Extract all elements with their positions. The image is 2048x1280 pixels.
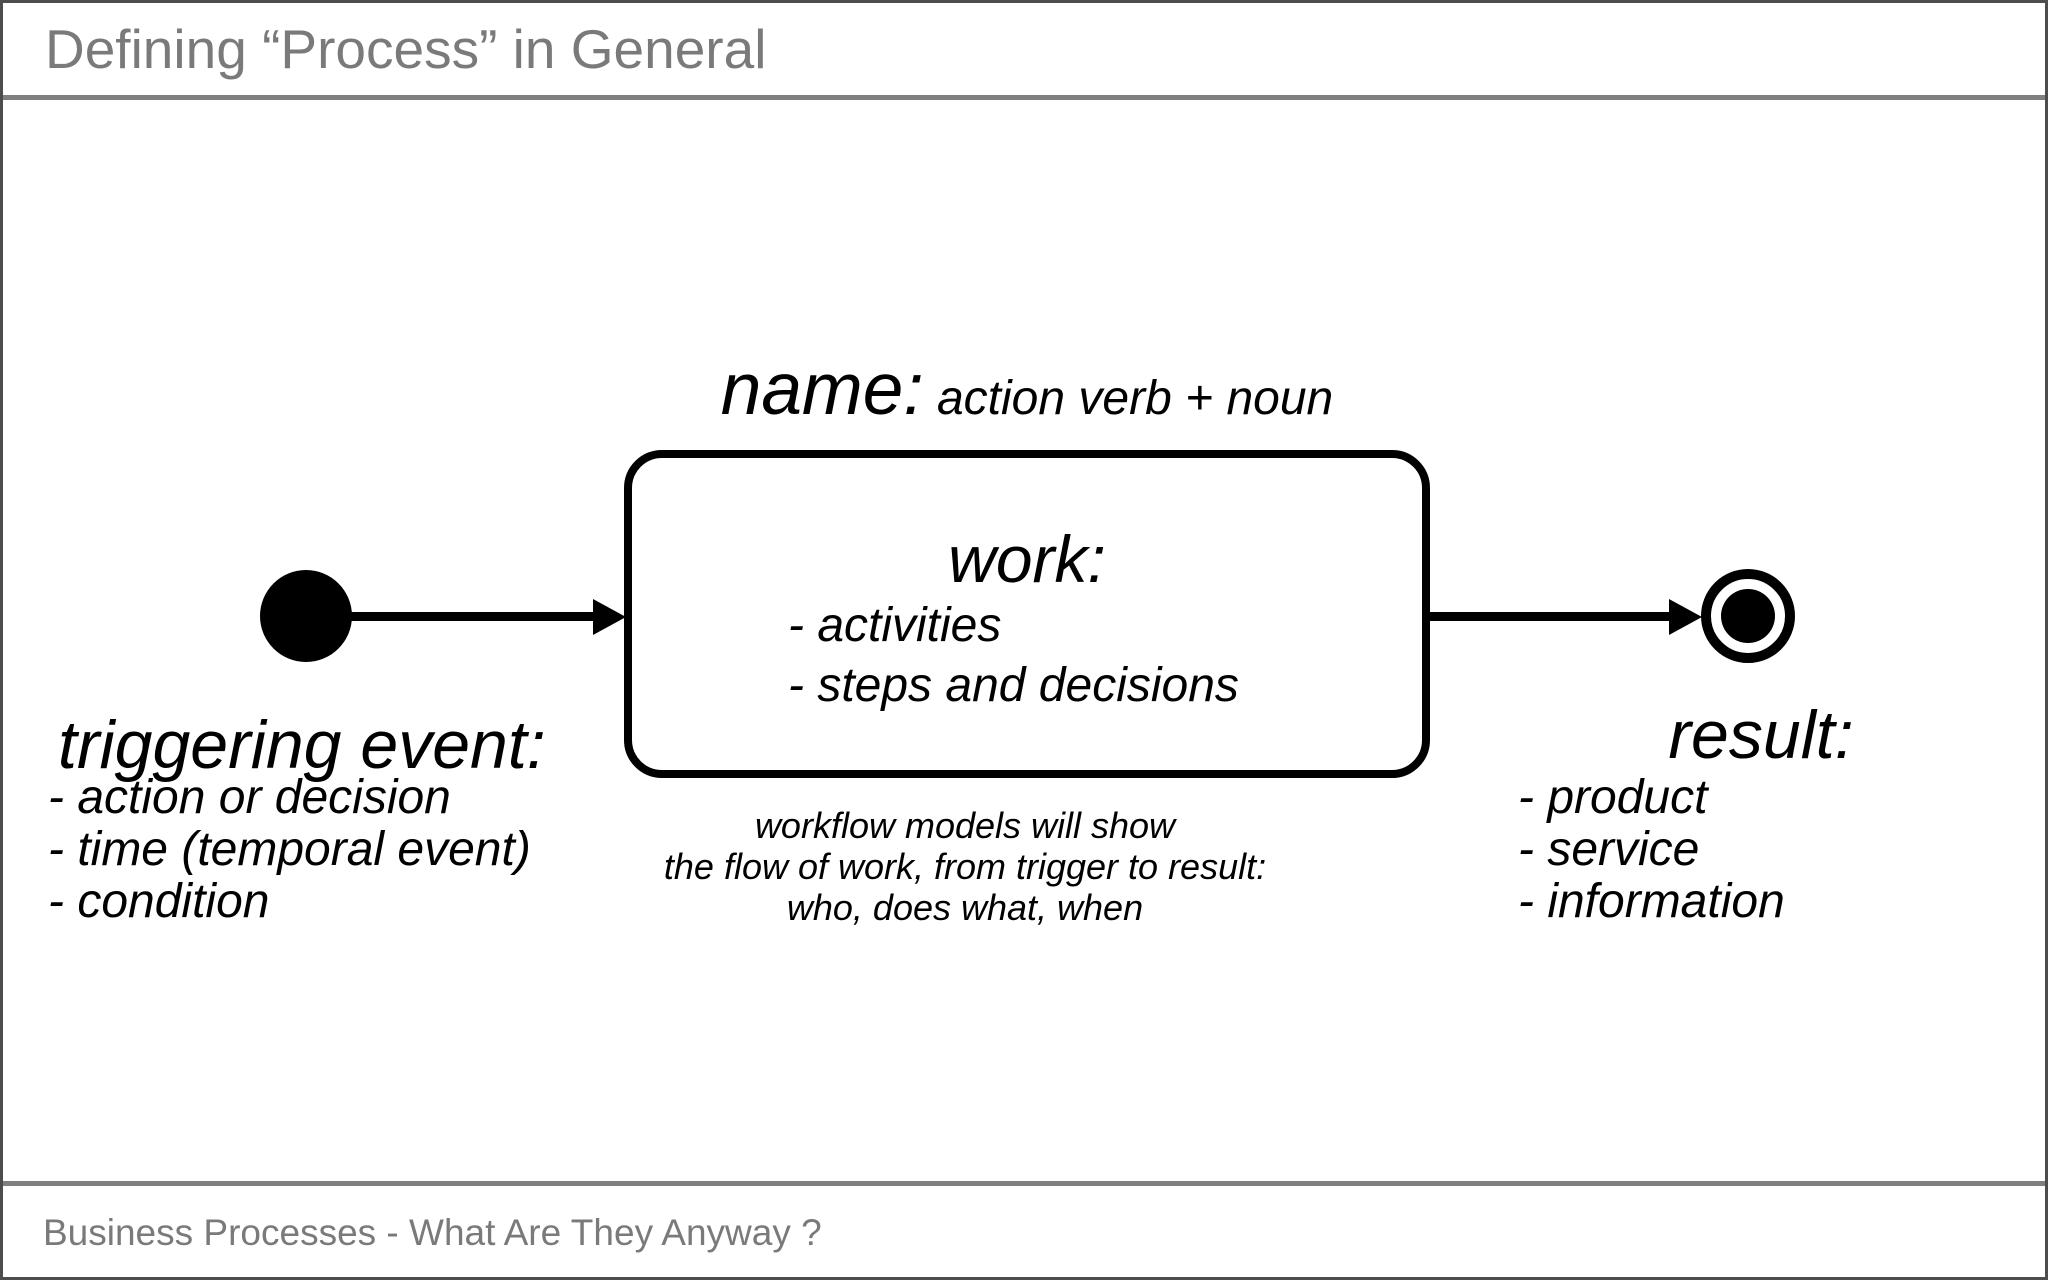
- header-divider-line: [3, 95, 2045, 100]
- name-label-primary: name:: [720, 349, 924, 430]
- workflow-note-line: the flow of work, from trigger to result…: [663, 846, 1267, 887]
- work-item: - activities: [788, 599, 1002, 652]
- result-list: - product - service - information: [1518, 772, 1785, 928]
- initial-state-icon: [260, 570, 352, 662]
- trigger-list: - action or decision - time (temporal ev…: [48, 772, 531, 928]
- trigger-item: - time (temporal event): [48, 823, 531, 876]
- trigger-item: - action or decision: [48, 771, 451, 824]
- name-label-secondary: action verb + noun: [923, 372, 1334, 425]
- name-label: name: action verb + noun: [624, 348, 1430, 431]
- work-list: - activities - steps and decisions: [788, 596, 1239, 716]
- final-state-icon: [1701, 569, 1795, 663]
- final-state-core-icon: [1721, 589, 1775, 643]
- result-item: - service: [1518, 823, 1700, 876]
- flow-arrow-left-head-icon: [593, 599, 626, 635]
- result-heading: result:: [1668, 697, 1854, 773]
- flow-arrow-right-head-icon: [1669, 599, 1702, 635]
- trigger-heading: triggering event:: [58, 707, 546, 783]
- work-heading: work:: [948, 522, 1106, 596]
- flow-arrow-left-shaft: [349, 612, 595, 621]
- footer-divider-line: [3, 1181, 2045, 1186]
- workflow-note-line: who, does what, when: [786, 887, 1144, 928]
- work-item: - steps and decisions: [788, 659, 1239, 712]
- flow-arrow-right-shaft: [1430, 612, 1671, 621]
- activity-box: [624, 450, 1430, 778]
- result-item: - product: [1518, 771, 1708, 824]
- footer-caption: Business Processes - What Are They Anywa…: [43, 1212, 822, 1253]
- workflow-note: workflow models will show the flow of wo…: [565, 805, 1365, 928]
- trigger-item: - condition: [48, 875, 270, 928]
- result-item: - information: [1518, 875, 1785, 928]
- workflow-note-line: workflow models will show: [754, 805, 1176, 846]
- slide-title: Defining “Process” in General: [45, 18, 767, 80]
